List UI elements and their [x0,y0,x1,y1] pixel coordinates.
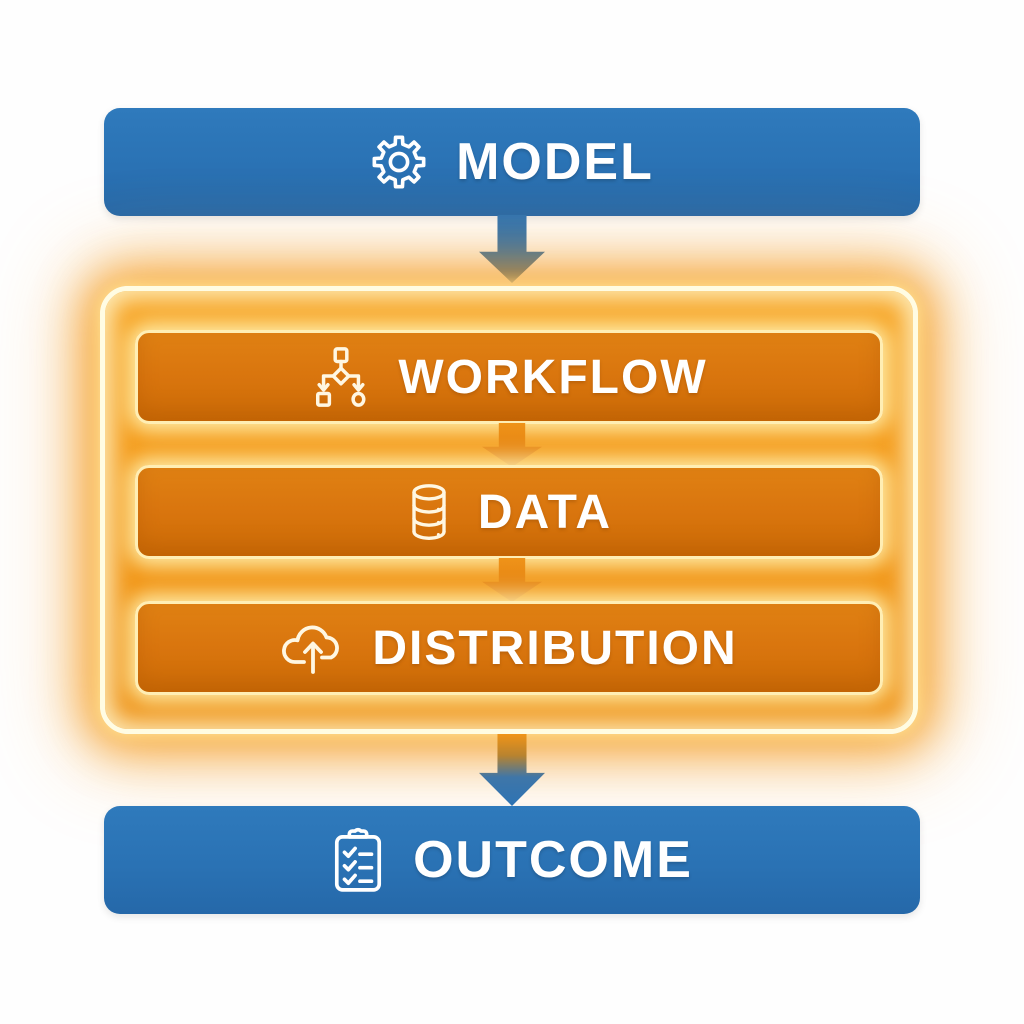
node-model: MODEL [104,108,920,216]
flowchart-icon [310,346,372,408]
clipboard-checklist-icon [331,827,385,893]
arrow-model-to-workflow [479,215,545,283]
gear-icon [370,133,428,191]
node-outcome: OUTCOME [104,806,920,914]
cloud-upload-icon [280,620,346,676]
node-data-label: DATA [477,485,613,539]
node-model-label: MODEL [456,133,654,191]
node-distribution: DISTRIBUTION [135,601,883,695]
node-workflow: WORKFLOW [135,330,883,424]
arrow-distribution-to-outcome [479,734,545,806]
node-workflow-label: WORKFLOW [398,350,708,404]
node-data: DATA [135,465,883,559]
node-distribution-label: DISTRIBUTION [372,621,738,675]
database-icon [406,482,452,542]
node-outcome-label: OUTCOME [413,831,693,889]
